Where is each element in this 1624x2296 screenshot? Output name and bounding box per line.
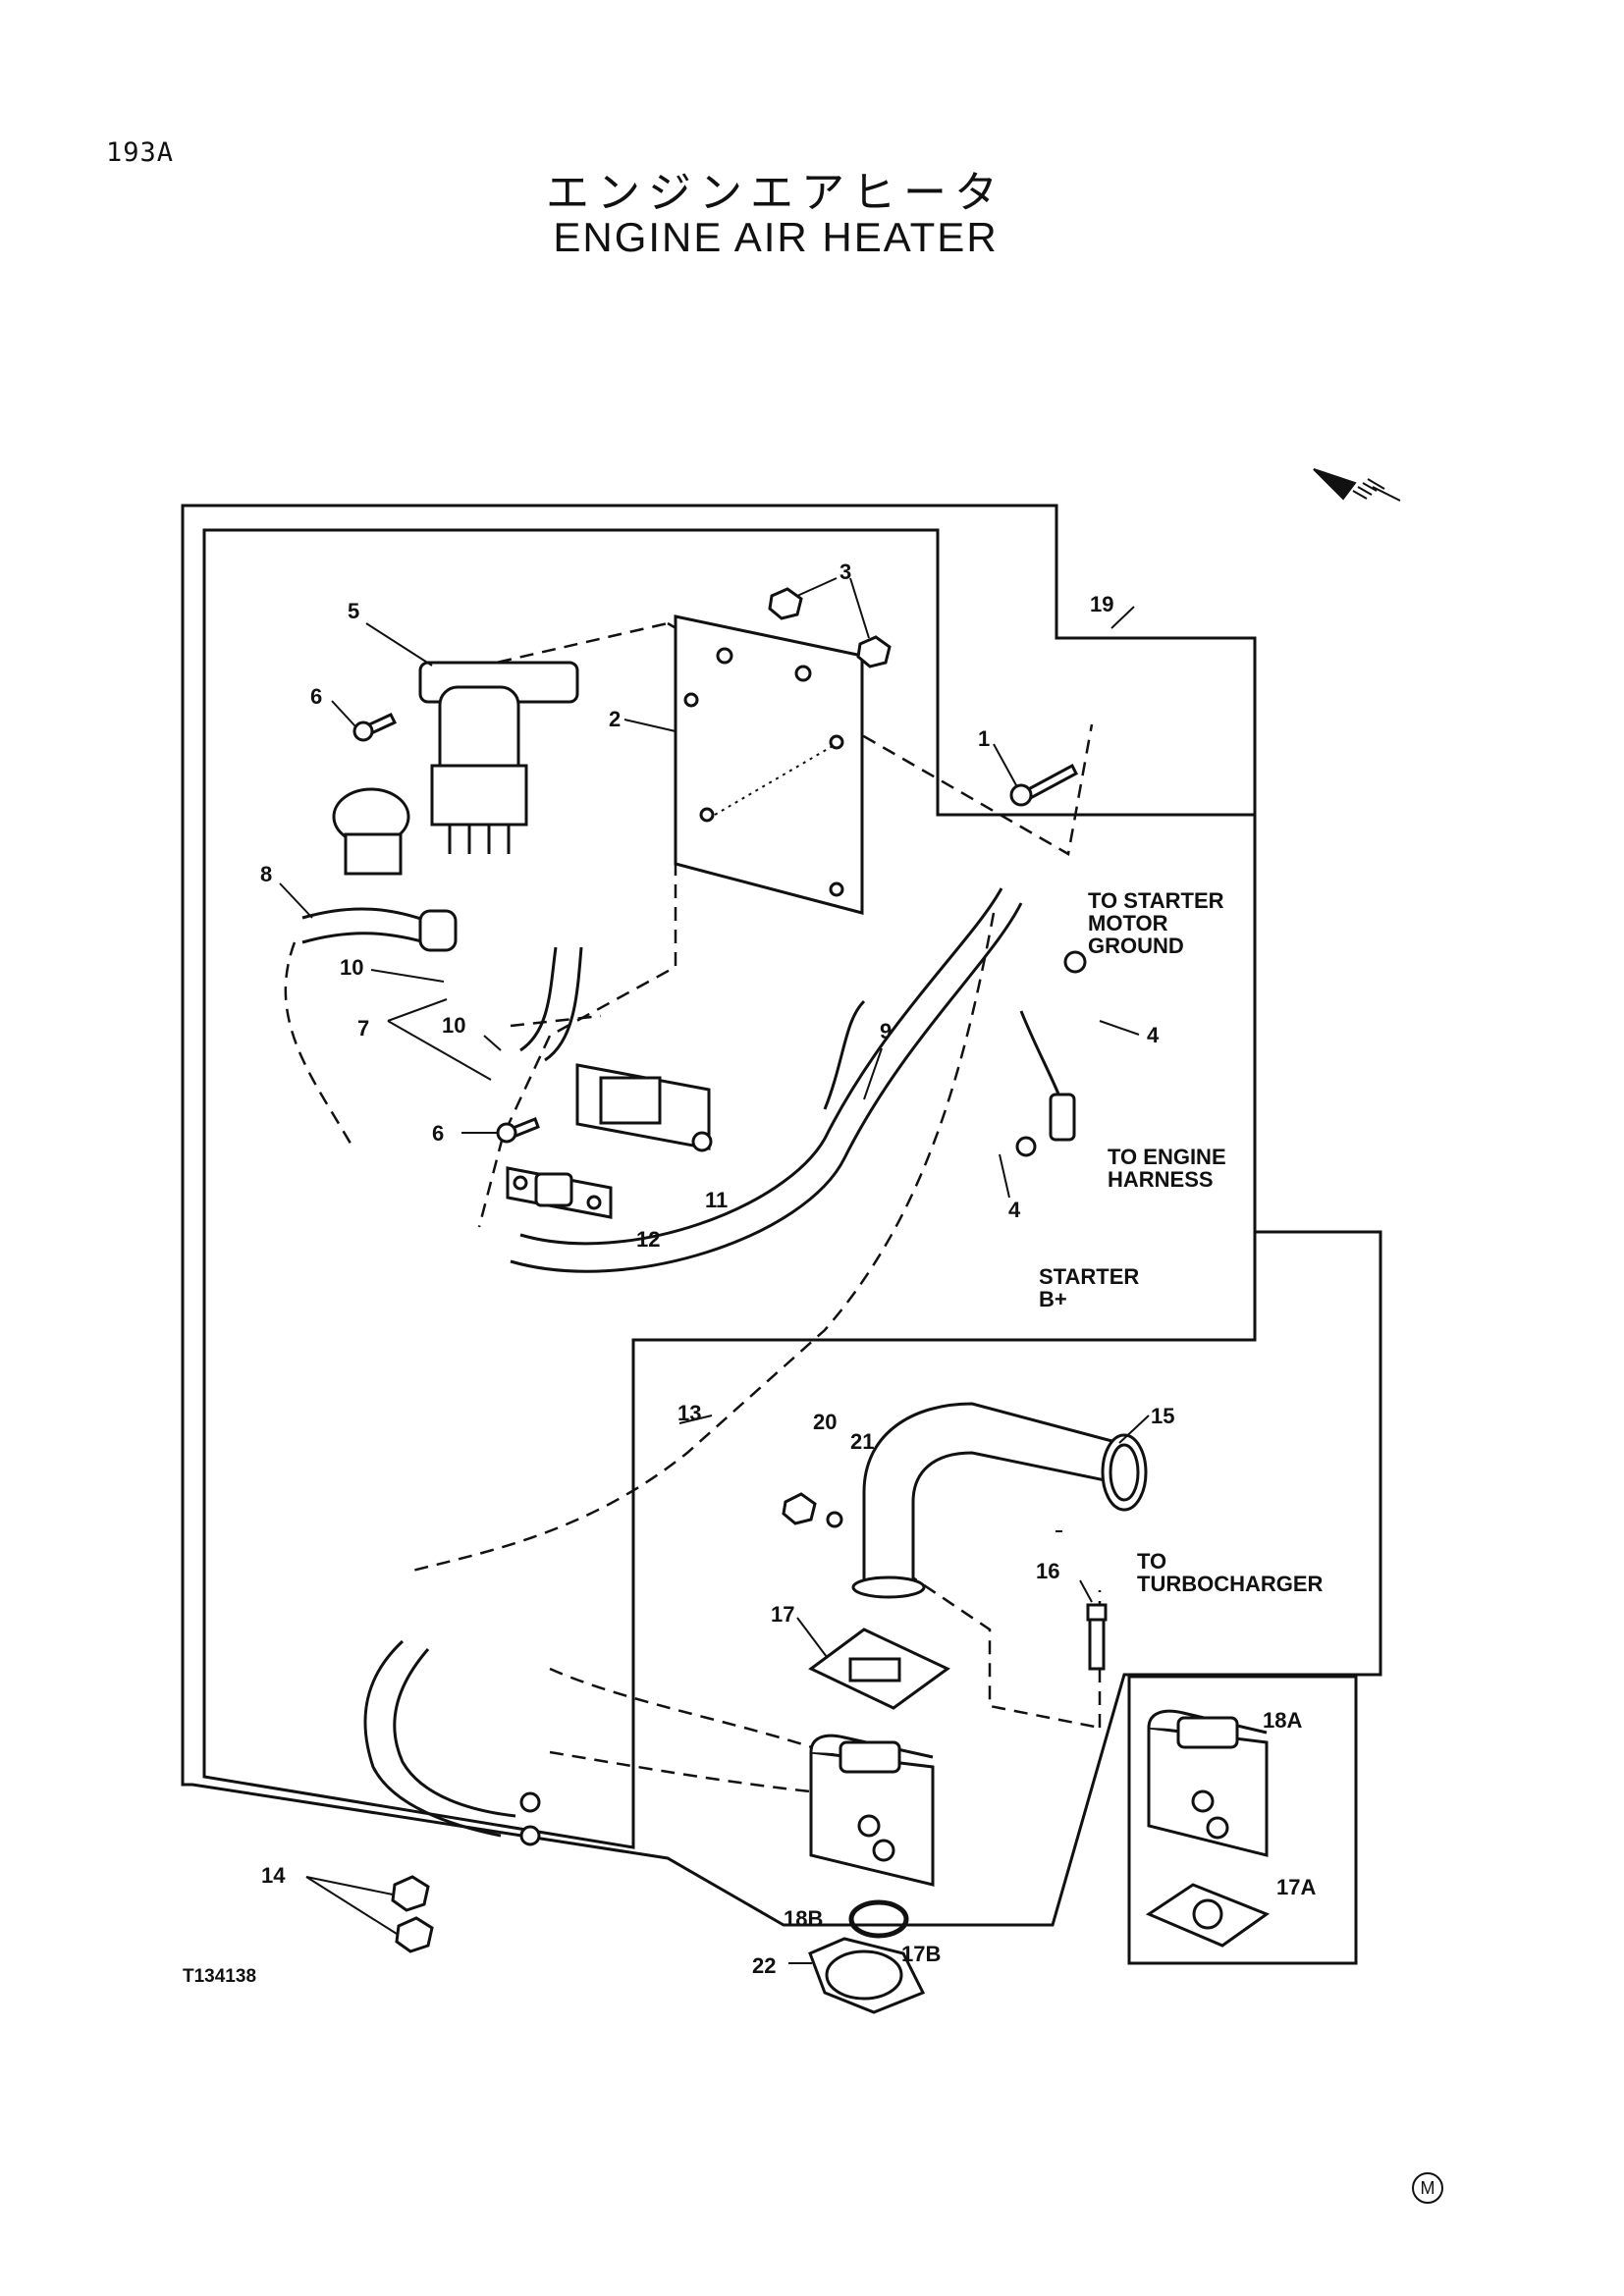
inner-frame (202, 528, 1257, 1849)
part-nuts (391, 1875, 434, 1953)
part-intake-elbow (851, 1402, 1148, 1599)
part-heater-block-alt (1147, 1709, 1269, 1857)
callout-17b: 17B (901, 1942, 941, 1966)
part-fuse-link (506, 1166, 613, 1219)
callout-22: 22 (752, 1953, 776, 1978)
part-harness (510, 887, 1087, 1273)
part-gasket-17 (808, 1628, 950, 1710)
callout-16: 16 (1036, 1559, 1059, 1583)
callout-2: 2 (609, 707, 621, 731)
callout-3: 3 (839, 560, 851, 584)
figure-code: T134138 (183, 1966, 257, 1987)
part-ground-cable (363, 1639, 541, 1846)
note-starter-motor-ground-2: MOTOR (1088, 911, 1168, 935)
callout-15: 15 (1151, 1404, 1174, 1428)
callout-7: 7 (357, 1016, 369, 1041)
part-heater-relay (332, 661, 579, 876)
title-japanese: エンジンエアヒータ (546, 168, 1005, 218)
part-cable (301, 907, 583, 1062)
corner-mark: M (1412, 2172, 1443, 2204)
callout-11: 11 (705, 1188, 728, 1212)
callout-20: 20 (813, 1410, 837, 1434)
part-mounting-plate (674, 614, 864, 915)
callout-4b: 4 (1008, 1198, 1021, 1222)
callout-4a: 4 (1147, 1023, 1160, 1047)
part-o-ring (848, 1899, 909, 1939)
callout-6b: 6 (432, 1121, 444, 1146)
callout-17: 17 (771, 1602, 794, 1627)
callout-21: 21 (850, 1429, 874, 1454)
front-direction-arrow-icon (1313, 468, 1401, 502)
part-bolts (352, 713, 1078, 1144)
callout-18b: 18B (784, 1906, 823, 1931)
callout-13: 13 (677, 1401, 701, 1425)
callout-10b: 10 (442, 1013, 465, 1038)
page-code: 193A (106, 137, 175, 168)
part-heater-block (809, 1734, 935, 1887)
callout-9: 9 (880, 1019, 892, 1043)
title-english: ENGINE AIR HEATER (553, 214, 999, 260)
part-relay-bracket (575, 1063, 713, 1152)
note-engine-harness-2: HARNESS (1108, 1167, 1214, 1192)
callout-14: 14 (261, 1863, 286, 1888)
outer-frame (181, 504, 1382, 1927)
callout-8: 8 (260, 862, 272, 886)
note-engine-harness-1: TO ENGINE (1108, 1145, 1226, 1169)
callout-1: 1 (978, 726, 990, 751)
callout-10a: 10 (340, 955, 363, 980)
callout-12: 12 (636, 1227, 660, 1252)
callout-19: 19 (1090, 592, 1113, 616)
part-nuts-top (768, 587, 892, 668)
note-starter-bplus-1: STARTER (1039, 1264, 1139, 1289)
heater-inset-frame (1127, 1675, 1358, 1965)
part-gasket-alt (1145, 1883, 1271, 1948)
callout-6a: 6 (310, 684, 322, 709)
part-plug-washer (782, 1492, 843, 1528)
part-gasket-22 (808, 1937, 926, 2014)
note-starter-bplus-2: B+ (1039, 1287, 1067, 1311)
note-turbocharger-2: TURBOCHARGER (1137, 1572, 1324, 1596)
note-turbocharger-1: TO (1137, 1549, 1166, 1574)
callout-18a: 18A (1263, 1708, 1302, 1733)
note-starter-motor-ground-3: GROUND (1088, 934, 1184, 958)
part-bolt-16 (1086, 1603, 1108, 1671)
note-starter-motor-ground-1: TO STARTER (1088, 888, 1224, 913)
callout-5: 5 (348, 599, 359, 623)
callout-17a: 17A (1276, 1875, 1316, 1899)
